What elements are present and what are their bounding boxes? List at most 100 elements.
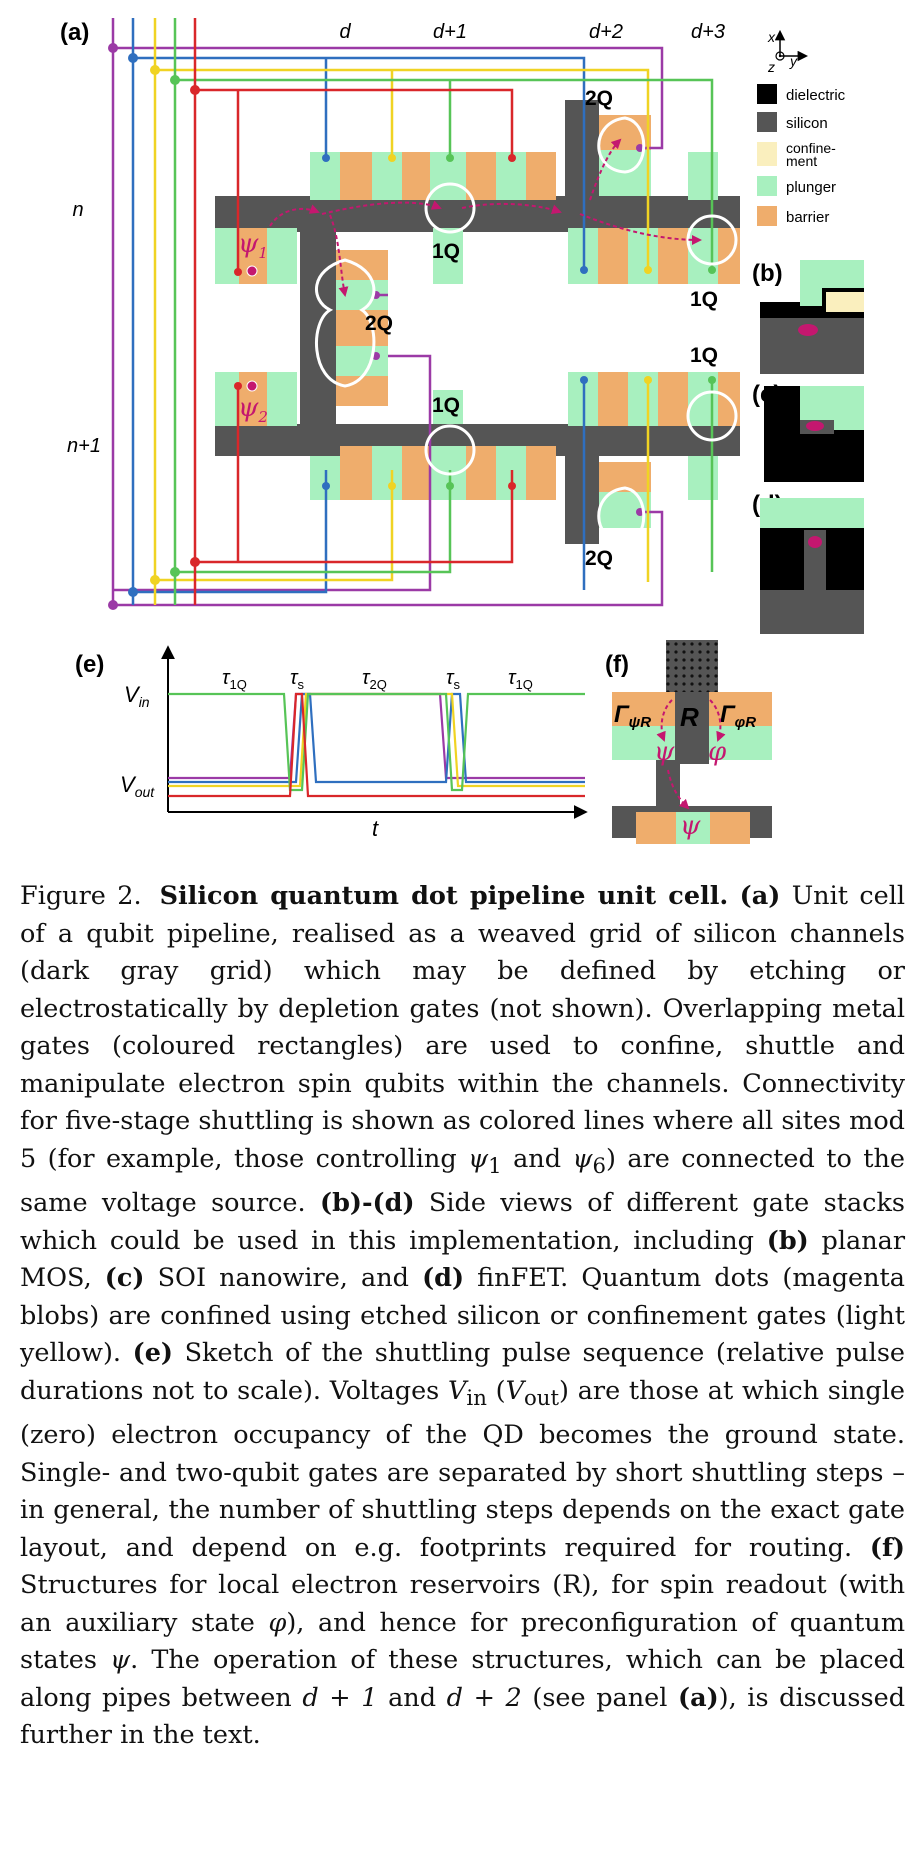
caption-text-f4: (see panel bbox=[532, 1682, 668, 1713]
shuttle-arrows bbox=[269, 138, 702, 297]
psi-6: ψ bbox=[572, 1143, 593, 1174]
gate-regions bbox=[315, 116, 738, 546]
axis-z: z bbox=[767, 59, 775, 75]
contact-dot bbox=[644, 376, 652, 384]
caption-title: Silicon quantum dot pipeline unit cell. bbox=[159, 881, 729, 911]
label-1q: 1Q bbox=[690, 344, 718, 367]
label-1q: 1Q bbox=[432, 240, 460, 263]
ref-d: (d) bbox=[422, 1263, 465, 1294]
tau-1q-right: τ1Q bbox=[508, 667, 533, 692]
contact-dot bbox=[322, 154, 330, 162]
psi-label: ψ bbox=[654, 737, 675, 767]
phi: φ bbox=[268, 1607, 287, 1638]
caption-text-a-end: ) are connected to the same voltage sour… bbox=[20, 1143, 906, 1219]
col-label-d: d bbox=[339, 21, 351, 43]
barrier-gate bbox=[466, 446, 496, 500]
contact-dot bbox=[636, 144, 644, 152]
contact-dot bbox=[150, 575, 160, 585]
psi-symbol: ψ bbox=[238, 229, 259, 259]
col-label-d1: d+1 bbox=[433, 21, 467, 43]
readout-arrows bbox=[656, 699, 726, 810]
plunger-gate bbox=[336, 346, 388, 376]
silicon-col-right-top bbox=[565, 100, 599, 230]
shuttle-arrow bbox=[329, 214, 349, 297]
quantum-dot-blob bbox=[806, 421, 824, 431]
plunger-gate bbox=[433, 390, 463, 424]
psi-1: ψ bbox=[468, 1143, 489, 1174]
gamma-phi-r: ΓφR bbox=[720, 701, 756, 731]
barrier-gate bbox=[340, 446, 372, 500]
contact-dot bbox=[108, 600, 118, 610]
t-axis-label: t bbox=[372, 816, 379, 841]
psi: ψ bbox=[110, 1645, 131, 1676]
caption-text-e1: Sketch of the shuttling pulse sequence (… bbox=[20, 1338, 906, 1406]
shuttle-arrow bbox=[461, 202, 562, 215]
panel-a: (a) d d+1 d+2 d+3 n n+1 bbox=[60, 18, 846, 610]
ref-e: (e) bbox=[132, 1338, 173, 1369]
tau-2q: τ2Q bbox=[362, 667, 387, 692]
barrier-gate bbox=[598, 372, 628, 426]
contact-dot bbox=[644, 266, 652, 274]
line-yellow bbox=[153, 18, 650, 605]
d-plus-2: d + 2 bbox=[446, 1682, 522, 1713]
plunger-gate bbox=[267, 228, 297, 284]
panel-e: (e) Vin Vout t τ1Q τs τ2Q τs τ1Q bbox=[75, 645, 588, 841]
contact-dot bbox=[508, 482, 516, 490]
one-qubit-region bbox=[686, 214, 738, 266]
label-2q: 2Q bbox=[585, 547, 613, 570]
row-label-n1: n+1 bbox=[67, 435, 101, 457]
line-red bbox=[193, 18, 514, 605]
label-1q: 1Q bbox=[690, 288, 718, 311]
legend-barrier: barrier bbox=[786, 209, 829, 226]
barrier-gate bbox=[526, 446, 556, 500]
barrier-gate bbox=[336, 376, 388, 406]
label-2q: 2Q bbox=[585, 87, 613, 110]
plunger-gate bbox=[433, 228, 463, 284]
contact-dot bbox=[708, 266, 716, 274]
v-out: V bbox=[505, 1375, 524, 1406]
two-qubit-region bbox=[315, 258, 376, 388]
psi-6-subscript: 6 bbox=[592, 1153, 606, 1179]
plunger-gate bbox=[688, 152, 718, 200]
v-out-label: Vout bbox=[120, 772, 155, 800]
quantum-dot-blob bbox=[798, 324, 818, 336]
contact-dot bbox=[446, 154, 454, 162]
legend-confine: confine- bbox=[786, 140, 836, 156]
axis-triad: x y z bbox=[767, 29, 809, 75]
tau-s-right: τs bbox=[446, 667, 460, 692]
caption-text-b: planar MOS, bbox=[20, 1225, 906, 1294]
legend-ment: ment bbox=[786, 153, 817, 169]
shuttle-arrow bbox=[269, 204, 320, 227]
caption-text-e2: ) are those at which single (zero) elect… bbox=[20, 1375, 906, 1563]
pulse-trace-red bbox=[168, 692, 585, 798]
qubit-dot bbox=[246, 265, 258, 277]
plunger-gate bbox=[372, 446, 402, 500]
contact-dot bbox=[190, 85, 200, 95]
plunger-gate bbox=[215, 372, 239, 426]
reservoir-label: R bbox=[680, 702, 699, 732]
figure-2: (a) d d+1 d+2 d+3 n n+1 bbox=[60, 18, 864, 844]
v-in: V bbox=[448, 1375, 467, 1406]
ref-a-2: (a) bbox=[678, 1682, 719, 1713]
tau-1q-left: τ1Q bbox=[222, 667, 247, 692]
contact-dot bbox=[388, 482, 396, 490]
ref-f: (f) bbox=[869, 1532, 905, 1563]
panel-d: (d) bbox=[752, 491, 864, 634]
legend-swatch-silicon bbox=[757, 112, 777, 132]
legend-swatch-confinement bbox=[757, 142, 777, 166]
contact-dot bbox=[234, 268, 242, 276]
caption-and: and bbox=[513, 1143, 562, 1174]
qubit-dot bbox=[246, 380, 258, 392]
qubits: ψ1 ψ2 bbox=[238, 229, 268, 426]
ref-b: (b) bbox=[766, 1225, 809, 1256]
psi-label-bottom: ψ bbox=[680, 811, 701, 841]
voltage-lines bbox=[111, 18, 714, 607]
contact-dot bbox=[322, 482, 330, 490]
gamma-psi-r: ΓψR bbox=[614, 701, 651, 731]
contact-dot bbox=[708, 376, 716, 384]
shuttle-arrow bbox=[579, 213, 702, 245]
barrier-gate bbox=[402, 152, 430, 200]
qubit-label-psi2: ψ2 bbox=[238, 393, 268, 426]
silicon-col-right-bottom bbox=[565, 424, 599, 544]
v-in-subscript: in bbox=[466, 1385, 487, 1411]
